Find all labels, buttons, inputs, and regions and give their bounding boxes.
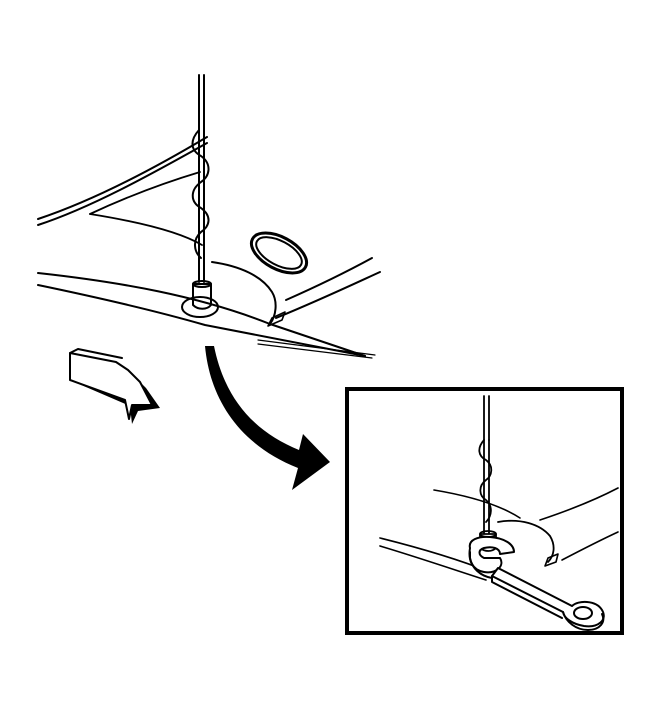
panel-seam-2 — [257, 343, 373, 359]
fender-crease — [89, 171, 201, 215]
fender-crease-lower — [89, 213, 203, 246]
fender-upper-edge-outer — [37, 142, 208, 226]
fender-panel — [37, 136, 381, 359]
detail-panel — [379, 487, 619, 581]
rear-edge-lower — [275, 271, 381, 319]
open-end-wrench — [468, 535, 605, 631]
panel-lower-edge-bottom — [37, 284, 366, 357]
fender-upper-edge-inner — [37, 136, 208, 220]
detail-callout-arrow — [205, 346, 330, 490]
detail-antenna-mast — [478, 395, 497, 552]
panel-seam-1 — [257, 339, 376, 356]
antenna-mast — [181, 74, 219, 318]
mount-shoulder — [211, 261, 277, 325]
rear-bracket — [267, 311, 286, 327]
rear-edge-upper — [285, 257, 373, 301]
panel-lower-edge-top — [37, 272, 366, 357]
oval-opening — [249, 231, 309, 275]
forward-direction-arrow — [69, 348, 160, 424]
